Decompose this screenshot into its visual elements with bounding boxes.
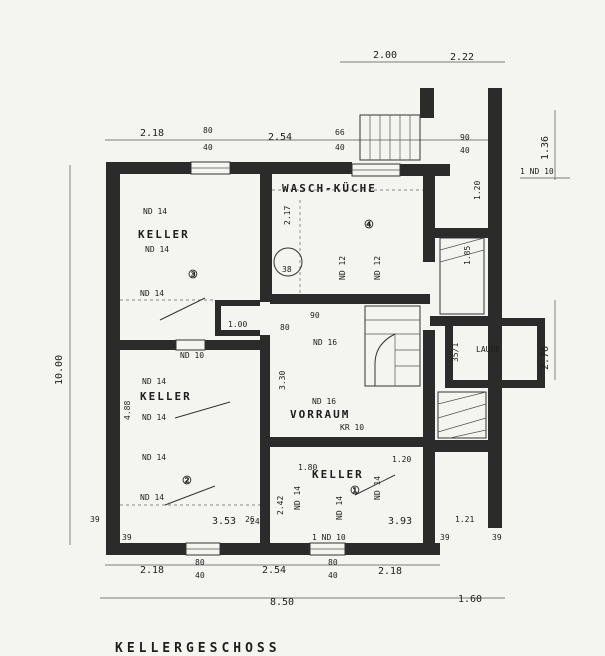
dimension-side: 2.76 bbox=[540, 346, 551, 370]
room-label-laube: LAUBE bbox=[476, 345, 500, 354]
room-label-keller-1: KELLER bbox=[312, 468, 364, 481]
dimension-label: 3.30 bbox=[278, 371, 287, 390]
stair-inside bbox=[364, 305, 421, 387]
dimension-lines bbox=[69, 61, 570, 599]
dimension-label: 40 bbox=[195, 571, 205, 580]
laube-code: 35/1 bbox=[451, 343, 460, 362]
dimension-label: 2.18 bbox=[140, 128, 164, 139]
openings bbox=[175, 161, 401, 556]
hatched-areas bbox=[437, 237, 487, 439]
dimension-label: 3.53 bbox=[212, 516, 236, 527]
dimension-overall-width: 8.50 bbox=[270, 597, 294, 608]
dimension-label: 1.00 bbox=[228, 320, 247, 329]
dimension-left-height: 10.00 bbox=[54, 355, 65, 385]
dimension-label: 2.54 bbox=[262, 565, 286, 576]
dimension-label: 1.20 bbox=[473, 181, 482, 200]
nd-label: ND 14 bbox=[293, 486, 302, 510]
nd-label: ND 12 bbox=[338, 256, 347, 280]
dimension-label: 1.80 bbox=[298, 463, 317, 472]
dimension-label: 2.00 bbox=[373, 50, 397, 61]
dimension-label: 26 bbox=[245, 515, 255, 524]
dimension-label: 39 bbox=[492, 533, 502, 542]
dimension-label: 80 bbox=[195, 558, 205, 567]
dimension-label: 39 bbox=[440, 533, 450, 542]
dimension-label: 2.17 bbox=[283, 206, 292, 225]
dimension-label: 2.18 bbox=[140, 565, 164, 576]
nd-label: ND 14 bbox=[142, 413, 166, 422]
dimension-label: 80 bbox=[328, 558, 338, 567]
nd-label: ND 10 bbox=[180, 351, 204, 360]
dimension-right-height: 1.36 bbox=[540, 136, 551, 160]
room-label-keller-2: KELLER bbox=[140, 390, 192, 403]
dimension-label: 40 bbox=[335, 143, 345, 152]
nd-label: ND 14 bbox=[140, 289, 164, 298]
plan-title: KELLERGESCHOSS bbox=[115, 641, 281, 656]
dimension-label: 40 bbox=[328, 571, 338, 580]
dimension-label: 39 bbox=[90, 515, 100, 524]
labels: KELLERGESCHOSS KELLER ND 14 ND 14 ND 14 … bbox=[54, 50, 554, 656]
dimension-label: 2.18 bbox=[378, 566, 402, 577]
dimension-label: 24 bbox=[250, 517, 260, 526]
dimension-label: 90 bbox=[460, 133, 470, 142]
nd-label: ND 14 bbox=[145, 245, 169, 254]
nd-label: ND 14 bbox=[335, 496, 344, 520]
partitions bbox=[120, 189, 423, 506]
nd-label: ND 14 bbox=[140, 493, 164, 502]
nd-label: ND 12 bbox=[373, 256, 382, 280]
dimension-label: 40 bbox=[460, 146, 470, 155]
room-number-4: ④ bbox=[364, 218, 376, 231]
dimension-label: 90 bbox=[310, 311, 320, 320]
dimension-label: 39 bbox=[122, 533, 132, 542]
room-label-keller-3: KELLER bbox=[138, 228, 190, 241]
nd-label: 1 ND 10 bbox=[520, 167, 554, 176]
room-number-3: ③ bbox=[188, 268, 200, 281]
dimension-label: 80 bbox=[203, 126, 213, 135]
dimension-label: 2.54 bbox=[268, 132, 292, 143]
kr-label: KR 10 bbox=[340, 423, 364, 432]
nd-label: ND 14 bbox=[142, 377, 166, 386]
nd-label: ND 16 bbox=[312, 397, 336, 406]
dimension-label: 1.85 bbox=[463, 246, 472, 265]
nd-label: 1 ND 10 bbox=[312, 533, 346, 542]
dimension-label: 80 bbox=[280, 323, 290, 332]
dimension-label: 3.93 bbox=[388, 516, 412, 527]
dimension-label: 1.20 bbox=[392, 455, 411, 464]
nd-label: ND 14 bbox=[142, 453, 166, 462]
dimension-label: 2.22 bbox=[450, 52, 474, 63]
room-label-waschkueche: WASCH-KÜCHE bbox=[282, 181, 377, 195]
nd-label: ND 14 bbox=[373, 476, 382, 500]
nd-label: ND 16 bbox=[313, 338, 337, 347]
dimension-label: 66 bbox=[335, 128, 345, 137]
dimension-label: 4.88 bbox=[123, 401, 132, 420]
room-number-2: ② bbox=[182, 474, 194, 487]
stair-outside bbox=[359, 114, 421, 161]
dimension-label: 1.21 bbox=[455, 515, 474, 524]
walls bbox=[106, 88, 545, 555]
dimension-label: 38 bbox=[282, 265, 292, 274]
nd-label: ND 14 bbox=[143, 207, 167, 216]
room-label-vorraum: VORRAUM bbox=[290, 408, 350, 421]
dimension-label: 40 bbox=[203, 143, 213, 152]
dimension-right-width: 1.60 bbox=[458, 594, 482, 605]
room-number-1: ① bbox=[350, 484, 362, 497]
dimension-label: 2.42 bbox=[276, 496, 285, 515]
floor-marks bbox=[159, 297, 396, 506]
